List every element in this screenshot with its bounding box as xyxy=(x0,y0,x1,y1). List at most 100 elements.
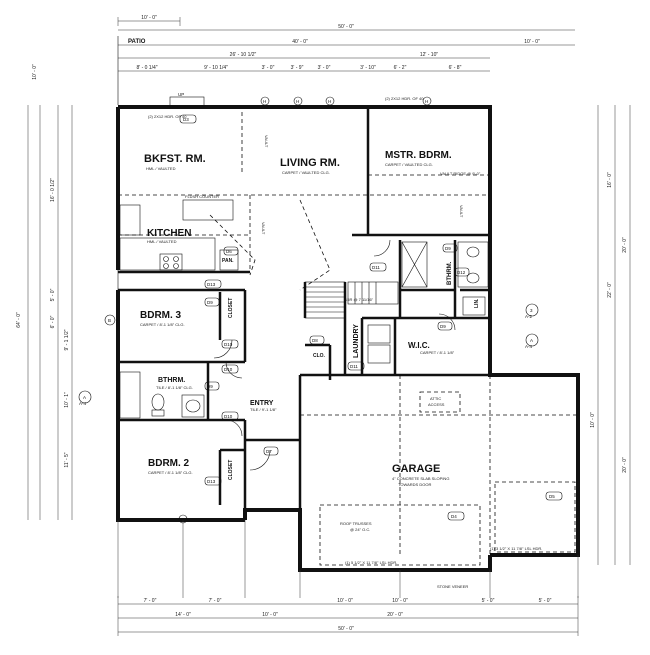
dim-top-3-10: 3' - 10" xyxy=(360,65,376,71)
vault-note-3: VAULT xyxy=(459,205,464,218)
wic-label: W.I.C. xyxy=(408,341,430,350)
tag-d9-c: D9 xyxy=(445,246,451,251)
garage-hdr-note: (1) 5 1/2" X 11 7/8" LSL HDR. xyxy=(345,560,397,565)
pantry-label: PAN. xyxy=(222,258,234,264)
dim-bot-5b: 5' - 0" xyxy=(539,598,552,604)
laundry-label: LAUNDRY xyxy=(353,324,360,358)
dim-right-16: 16' - 0" xyxy=(607,172,613,188)
dim-top-26-10: 26' - 10 1/2" xyxy=(230,52,257,58)
dim-bot-5: 5' - 0" xyxy=(482,598,495,604)
section-a: A xyxy=(530,338,533,343)
kitchen-label: KITCHEN xyxy=(147,228,191,239)
dim-left-5: 5' - 0" xyxy=(50,288,56,301)
window-h-1: H xyxy=(263,99,266,104)
dim-top-3-0: 3' - 0" xyxy=(262,65,275,71)
section-a2: A-2 xyxy=(525,314,533,319)
tag-d10-b: D10 xyxy=(224,414,233,419)
dim-top-8-0: 8' - 0 1/4" xyxy=(136,65,157,71)
dim-top-50: 50' - 0" xyxy=(338,24,354,30)
door-swings xyxy=(213,239,456,471)
tag-d7: D7 xyxy=(266,449,272,454)
stone-veneer-note: STONE VENEER xyxy=(437,584,468,589)
dim-bot-20: 20' - 0" xyxy=(387,612,403,618)
dim-bot-14: 14' - 0" xyxy=(175,612,191,618)
dim-top-6-2: 6' - 2" xyxy=(394,65,407,71)
section-a4: A-4 xyxy=(525,344,533,349)
dim-left-64: 64' - 0" xyxy=(16,312,22,328)
garage-hdr-note-2: (1) 3 1/2" X 11 7/8" LSL HDR. xyxy=(490,546,542,551)
dim-bot-10c: 10' - 0" xyxy=(262,612,278,618)
bdrm3-label: BDRM. 3 xyxy=(140,310,182,321)
flush-counter-note: FLUSH COUNTER xyxy=(185,194,219,199)
dim-left-10: 10' - 0" xyxy=(32,64,38,80)
window-h-3: H xyxy=(328,99,331,104)
closet-label-1: CLOSET xyxy=(228,298,234,318)
dim-left-11: 11' - 5" xyxy=(64,452,70,467)
master-bath-label: BTHRM. xyxy=(447,261,453,285)
kitchen-fixtures: FLUSH COUNTER xyxy=(119,194,239,271)
stair-note: 15R @ 7 11/16" xyxy=(345,297,374,302)
tag-d11-b: D11 xyxy=(350,364,358,369)
ceiling-notes: VAULT VAULT VAULT ROOF TRUSSES @ 24" O.C… xyxy=(261,135,468,589)
tag-d6: D6 xyxy=(226,249,232,254)
tag-d13-a: D13 xyxy=(207,282,216,287)
dim-top-9-10: 9' - 10 1/4" xyxy=(204,65,228,71)
room-labels: BKFST. RM. HML / VAULTED LIVING RM. CARP… xyxy=(140,150,480,487)
tag-d3: D3 xyxy=(183,117,189,122)
roof-trusses-spacing: @ 24" O.C. xyxy=(350,527,370,532)
patio: PATIO xyxy=(117,36,146,105)
section-c: C xyxy=(181,517,185,522)
dim-bot-7b: 7' - 0" xyxy=(209,598,222,604)
up-marker: UP xyxy=(169,92,205,108)
kitchen-note: HML / VAULTED xyxy=(147,239,177,244)
tag-d13-b: D13 xyxy=(207,479,216,484)
clo-label: CLO. xyxy=(313,353,326,359)
vault-note-1: VAULT xyxy=(264,135,269,148)
dim-right-20: 20' - 0" xyxy=(622,237,628,253)
bath-fixtures xyxy=(119,241,489,419)
dim-left-9: 9' - 1 1/2" xyxy=(64,329,70,350)
hdr-note-1: (2) 2X12 HDR. OF 40 xyxy=(148,114,187,119)
dim-top-40: 40' - 0" xyxy=(292,39,308,45)
tag-d10-a: D10 xyxy=(224,367,233,372)
garage-note-2: TOWARDS DOOR xyxy=(398,482,431,487)
bathroom-note: TILE / 8'-1 1/8" CLG. xyxy=(156,385,193,390)
dim-top-3-9: 3' - 9" xyxy=(291,65,304,71)
ceiling-lines xyxy=(118,112,578,566)
entry-note: TILE / 9'-1 1/8" xyxy=(250,407,277,412)
section-markers: 3 A-2 A A-4 A A-4 B C H H H H xyxy=(78,96,539,524)
bdrm3-note: CARPET / 8'-1 1/8" CLG. xyxy=(140,322,185,327)
tag-d5: D5 xyxy=(549,494,555,499)
dim-top-6-8: 6' - 8" xyxy=(449,65,462,71)
stair: 15R @ 7 11/16" xyxy=(304,281,399,319)
living-room-note: CARPET / VAULTED CLG. xyxy=(282,170,330,175)
dim-top-10: 10' - 0" xyxy=(141,15,157,21)
bkfst-room-note: HML / VAULTED xyxy=(146,166,176,171)
patio-label: PATIO xyxy=(128,39,146,45)
dim-left-6: 6' - 0" xyxy=(50,315,56,328)
dim-top-12-10: 12' - 10" xyxy=(420,52,439,58)
entry-label: ENTRY xyxy=(250,400,274,407)
tag-d10-c: D10 xyxy=(224,342,233,347)
wic-note: CARPET / 8'-1 1/8" xyxy=(420,350,455,355)
section-b: B xyxy=(108,318,111,323)
dim-right-10: 10' - 0" xyxy=(590,412,596,428)
tag-d8: D8 xyxy=(312,338,318,343)
window-h-4: H xyxy=(425,99,428,104)
tag-d11-a: D11 xyxy=(372,265,380,270)
dim-bot-10: 10' - 0" xyxy=(337,598,353,604)
tag-d9-d: D9 xyxy=(440,324,446,329)
tag-d9-a: D9 xyxy=(207,300,213,305)
master-bedroom-label: MSTR. BDRM. xyxy=(385,150,452,161)
window-h-2: H xyxy=(296,99,299,104)
vault-note-2: VAULT xyxy=(261,222,266,235)
attic-label-1: ATTIC xyxy=(430,396,441,401)
garage-label: GARAGE xyxy=(392,463,440,475)
bathroom-label: BTHRM. xyxy=(158,377,185,384)
roof-trusses-note: ROOF TRUSSES xyxy=(340,521,372,526)
section-3: 3 xyxy=(530,308,533,313)
tag-d12: D12 xyxy=(457,270,466,275)
garage-note-1: 4" CONCRETE SLAB SLOPING xyxy=(392,476,449,481)
up-label: UP xyxy=(178,92,184,97)
